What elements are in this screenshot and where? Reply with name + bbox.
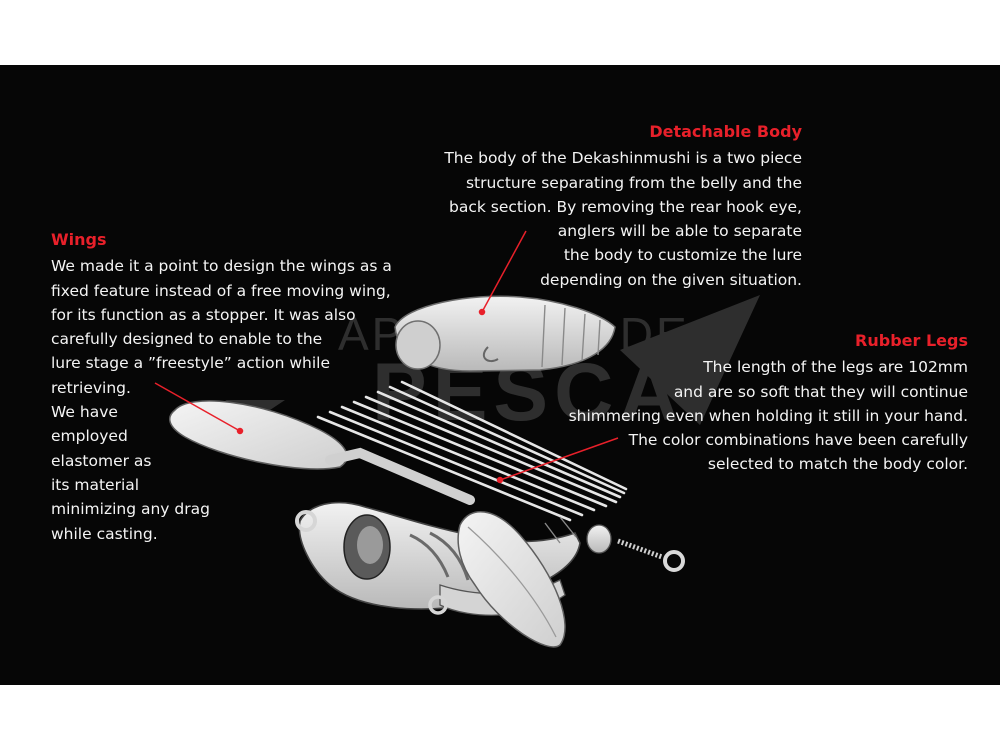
rubber-legs-line: selected to match the body color. — [707, 455, 968, 474]
wings-line: employed — [51, 427, 128, 446]
watermark-arrow-right — [620, 295, 760, 425]
detachable-body-line: depending on the given situation. — [540, 270, 802, 289]
screw-hook-eye — [617, 538, 685, 572]
rubber-legs-line: and are so soft that they will continue — [673, 382, 968, 401]
callout-detachable-body: Detachable Body The body of the Dekashin… — [444, 120, 802, 292]
wings-line: its material — [51, 475, 140, 494]
wings-line: elastomer as — [51, 451, 152, 470]
detachable-body-line: The body of the Dekashinmushi is a two p… — [444, 149, 802, 168]
wings-line: retrieving. — [51, 378, 131, 397]
wings-line: We have — [51, 403, 118, 422]
wings-line: fixed feature instead of a free moving w… — [51, 281, 391, 300]
rubber-legs-title: Rubber Legs — [855, 331, 968, 350]
leader-dot-legs — [496, 476, 504, 484]
back-body-section — [394, 295, 616, 372]
exploded-lure-diagram: APAREJOS DE PESCA — [154, 230, 760, 648]
wing-right — [457, 511, 566, 648]
leader-dot-wings — [236, 427, 244, 435]
callout-rubber-legs: Rubber Legs The length of the legs are 1… — [569, 329, 968, 477]
rubber-legs-line: shimmering even when holding it still in… — [568, 406, 968, 425]
diagram-panel: APAREJOS DE PESCA — [0, 65, 1000, 685]
wings-line: while casting. — [51, 524, 158, 543]
rubber-legs-bundle — [316, 380, 628, 522]
leader-line-wings — [154, 382, 241, 432]
rubber-legs-line: The color combinations have been careful… — [628, 431, 968, 450]
rubber-legs-line: The length of the legs are 102mm — [703, 358, 968, 377]
leader-dot-body — [478, 308, 486, 316]
detachable-body-line: structure separating from the belly and … — [465, 173, 802, 192]
detachable-body-line: anglers will be able to separate — [557, 222, 802, 241]
wings-line: minimizing any drag — [51, 500, 210, 519]
wings-line: for its function as a stopper. It was al… — [51, 305, 356, 324]
detachable-body-line: the body to customize the lure — [563, 246, 802, 265]
wings-line: carefully designed to enable to the — [51, 330, 323, 349]
callout-wings: Wings We made it a point to design the w… — [51, 228, 392, 546]
wing-left — [168, 400, 475, 505]
leader-line-body — [481, 230, 527, 313]
rear-bead — [586, 524, 612, 554]
leader-lines — [154, 230, 619, 484]
wings-line: lure stage a ”freestyle” action while — [51, 354, 331, 373]
wings-title: Wings — [51, 230, 107, 249]
wings-line: We made it a point to design the wings a… — [51, 257, 392, 276]
detachable-body-line: back section. By removing the rear hook … — [449, 197, 802, 216]
detachable-body-title: Detachable Body — [649, 122, 802, 141]
leader-line-legs — [499, 437, 619, 481]
